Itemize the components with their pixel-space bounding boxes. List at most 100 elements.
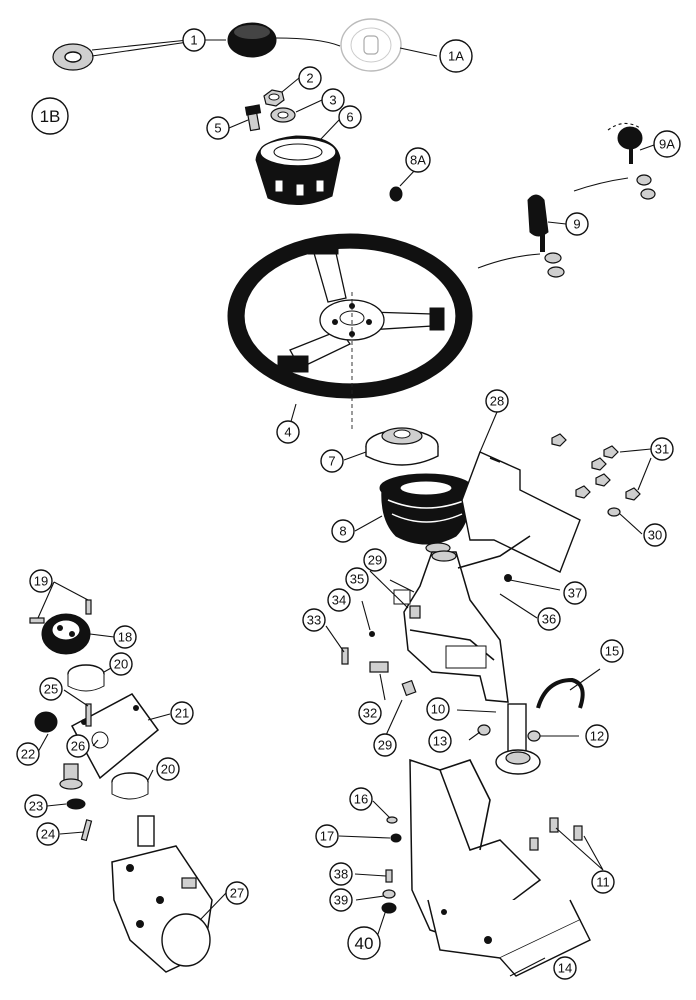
callout-39-label: 39 (334, 893, 348, 908)
knob-8a (389, 186, 403, 202)
callout-39: 39 (329, 888, 353, 912)
callout-16: 16 (349, 787, 373, 811)
callout-19-label: 19 (34, 574, 48, 589)
screw-5 (244, 104, 262, 132)
callout-30-label: 30 (648, 528, 662, 543)
boot-8 (379, 473, 473, 554)
callout-18: 18 (113, 625, 137, 649)
callout-12-label: 12 (590, 729, 604, 744)
callout-20a-label: 20 (114, 657, 128, 672)
nut-2 (263, 89, 285, 107)
callout-7-label: 7 (328, 454, 335, 469)
callout-6: 6 (338, 105, 362, 129)
leader-1-1b (91, 39, 189, 57)
callout-29b-label: 29 (378, 738, 392, 753)
callout-14-label: 14 (558, 961, 572, 976)
callout-17: 17 (315, 824, 339, 848)
callout-40-label: 40 (355, 934, 374, 953)
callout-18-label: 18 (118, 630, 132, 645)
bracket-28 (461, 451, 581, 573)
callout-3-label: 3 (329, 93, 336, 108)
callout-34-label: 34 (332, 593, 346, 608)
washer-30 (607, 507, 621, 517)
bushing-20a (67, 664, 105, 692)
callout-34: 34 (327, 588, 351, 612)
callout-5-label: 5 (214, 121, 221, 136)
callout-27-label: 27 (230, 886, 244, 901)
u-bolt-15 (536, 677, 585, 709)
callout-36: 36 (537, 607, 561, 631)
callout-23: 23 (24, 794, 48, 818)
callout-8a-label: 8A (410, 153, 426, 168)
callout-24-label: 24 (41, 827, 55, 842)
callout-11-label: 11 (596, 875, 610, 890)
callout-25: 25 (39, 677, 63, 701)
callout-32-label: 32 (363, 706, 377, 721)
bolts-11 (529, 817, 583, 851)
callout-1-label: 1 (190, 33, 197, 48)
callout-37: 37 (563, 581, 587, 605)
callout-38-label: 38 (334, 867, 348, 882)
column-shaft-10 (495, 703, 541, 775)
callout-29a: 29 (363, 548, 387, 572)
callout-33: 33 (302, 608, 326, 632)
callout-5: 5 (206, 116, 230, 140)
washer-39 (382, 889, 396, 899)
washer-16 (386, 816, 398, 824)
emblem-cap-1a (340, 18, 402, 72)
callout-40: 40 (347, 926, 381, 960)
leader-1-1a (275, 37, 341, 47)
callout-28-label: 28 (490, 394, 504, 409)
nut-13 (477, 724, 491, 736)
callout-33-label: 33 (307, 613, 321, 628)
callout-23-label: 23 (29, 799, 43, 814)
callout-22: 22 (16, 742, 40, 766)
leader-lines (37, 39, 655, 977)
pin-25 (85, 703, 92, 727)
nut-12 (527, 730, 541, 742)
horn-cap-1 (227, 22, 277, 58)
callout-26-label: 26 (71, 739, 85, 754)
coupler-18 (41, 613, 91, 655)
callout-15-label: 15 (605, 644, 619, 659)
callout-15: 15 (600, 639, 624, 663)
callout-30: 30 (643, 523, 667, 547)
callout-19: 19 (29, 569, 53, 593)
bushing-20b (111, 772, 149, 800)
callout-35: 35 (345, 567, 369, 591)
callout-21-label: 21 (175, 706, 189, 721)
callout-12: 12 (585, 724, 609, 748)
callout-8-label: 8 (339, 524, 346, 539)
callout-1a-label: 1A (448, 49, 464, 64)
plate-21 (70, 693, 160, 780)
screw-19a (29, 617, 45, 624)
hub-7 (365, 427, 439, 466)
callout-9-label: 9 (573, 217, 580, 232)
nuts-31 (551, 433, 641, 501)
callout-6-label: 6 (346, 110, 353, 125)
callout-20b-label: 20 (161, 762, 175, 777)
callout-1a: 1A (439, 39, 473, 73)
washer-40 (381, 902, 397, 914)
callout-21: 21 (170, 701, 194, 725)
callout-26: 26 (66, 734, 90, 758)
callout-4: 4 (276, 420, 300, 444)
callout-32: 32 (358, 701, 382, 725)
callout-16-label: 16 (354, 792, 368, 807)
knob-22 (34, 711, 58, 733)
callout-11: 11 (591, 870, 615, 894)
ball-joint-22 (59, 763, 83, 790)
callout-3: 3 (321, 88, 345, 112)
callout-13-label: 13 (433, 734, 447, 749)
callout-1b-label: 1B (40, 107, 61, 126)
callout-38: 38 (329, 862, 353, 886)
callout-8: 8 (331, 519, 355, 543)
callout-7: 7 (320, 449, 344, 473)
callout-8a: 8A (405, 147, 431, 173)
knob-assembly-9 (527, 194, 565, 278)
callout-10-label: 10 (431, 702, 445, 717)
hub-shroud-6 (255, 135, 341, 206)
callout-22-label: 22 (21, 747, 35, 762)
